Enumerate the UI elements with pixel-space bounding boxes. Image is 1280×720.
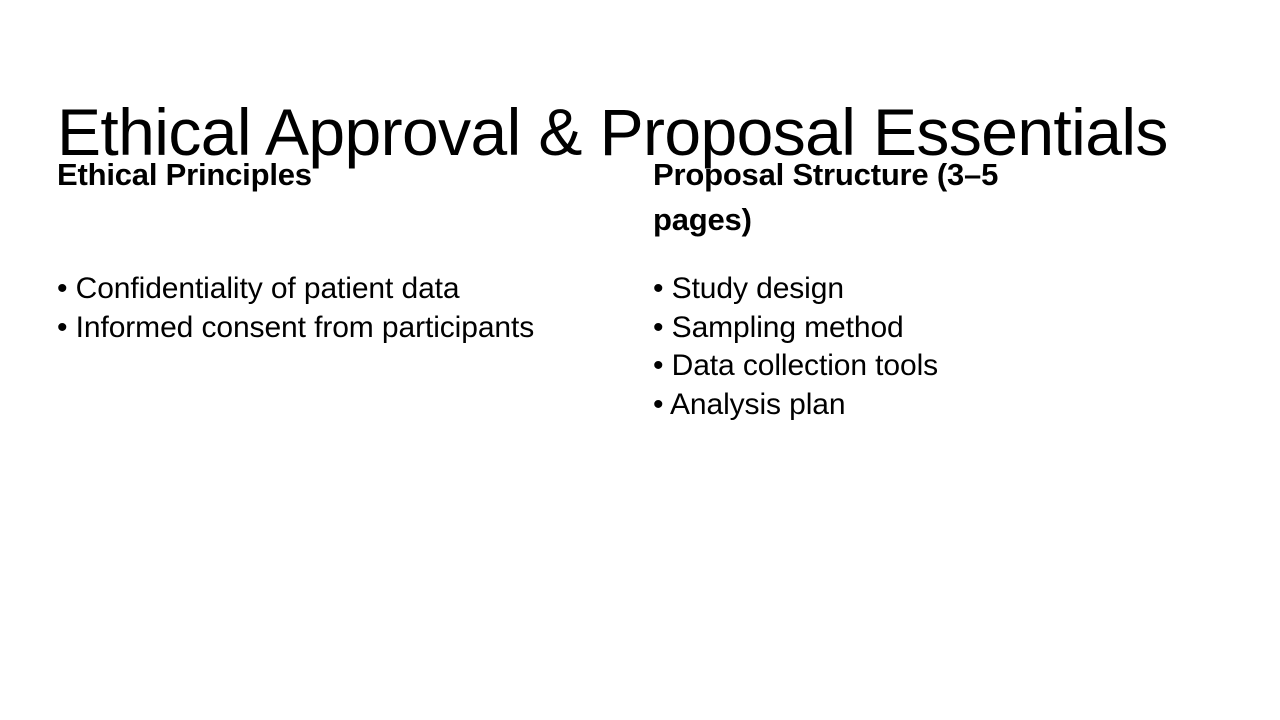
list-item: • Sampling method <box>653 309 1193 348</box>
list-item: • Study design <box>653 270 1193 309</box>
list-item: • Confidentiality of patient data <box>57 270 557 309</box>
bullet-list-proposal-structure: • Study design • Sampling method • Data … <box>653 270 1193 424</box>
list-item-label: Sampling method <box>671 310 904 344</box>
bullet-icon: • <box>653 387 664 421</box>
list-item-label: Study design <box>671 272 844 305</box>
bullet-icon: • <box>57 272 68 305</box>
bullet-icon: • <box>653 272 664 305</box>
column-heading-ethical-principles: Ethical Principles <box>57 157 312 192</box>
list-item: • Analysis plan <box>653 386 1193 425</box>
bullet-list-ethical-principles: • Confidentiality of patient data • Info… <box>57 270 557 347</box>
page-title: Ethical Approval & Proposal Essentials <box>57 95 1168 170</box>
column-proposal-structure: Proposal Structure (3–5 pages) • Study d… <box>653 152 1213 421</box>
list-item: • Informed consent from participants <box>57 309 557 348</box>
content-columns: Ethical Principles • Confidentiality of … <box>57 152 1227 421</box>
list-item-label: Analysis plan <box>670 387 846 421</box>
column-heading-proposal-structure: Proposal Structure (3–5 pages) <box>653 157 999 237</box>
list-item-label: Confidentiality of patient data <box>75 272 460 305</box>
list-item: • Data collection tools <box>653 347 1193 386</box>
list-item-label: Informed consent from participants <box>75 310 535 344</box>
column-ethical-principles: Ethical Principles • Confidentiality of … <box>57 152 617 344</box>
list-item-label: Data collection tools <box>671 349 939 382</box>
bullet-icon: • <box>653 310 664 344</box>
bullet-icon: • <box>57 310 68 344</box>
bullet-icon: • <box>653 349 664 382</box>
